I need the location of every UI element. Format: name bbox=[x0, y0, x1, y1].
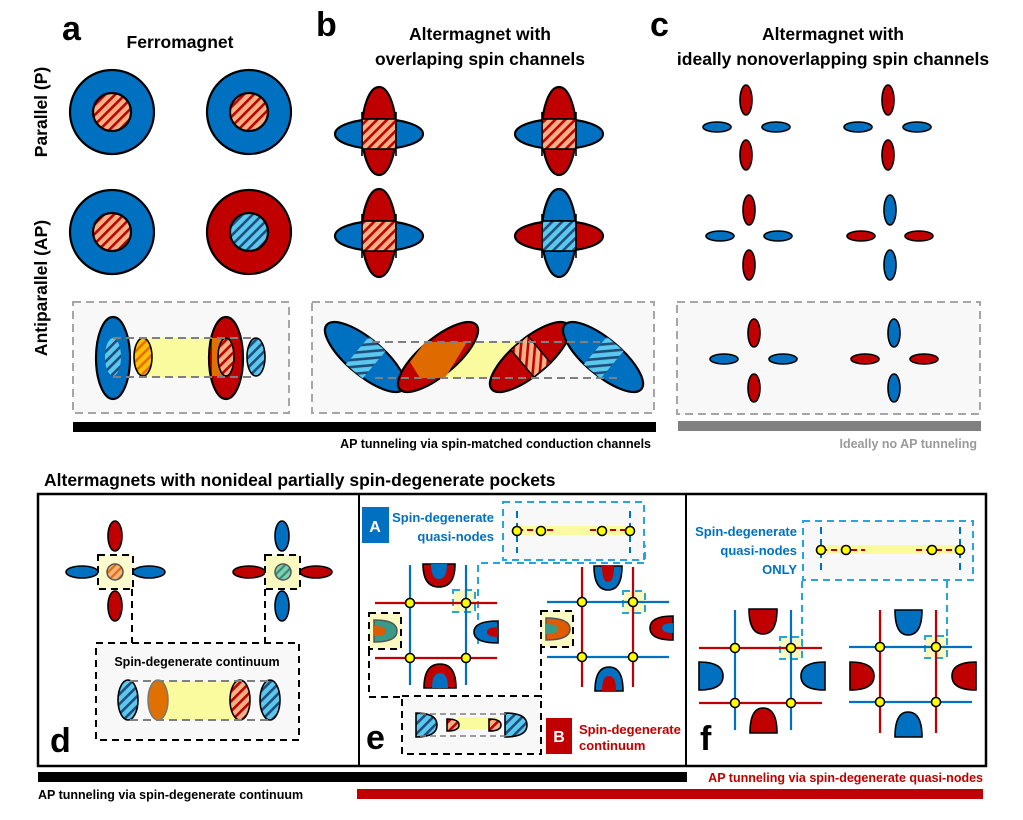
caption-degenerate-continuum: AP tunneling via spin-degenerate continu… bbox=[38, 788, 303, 802]
panel-label-a: a bbox=[62, 10, 82, 48]
altermagnet-pocket-c-ap-right bbox=[846, 194, 934, 281]
panel-e-continuum-inset bbox=[401, 695, 542, 755]
panel-f-left-grid bbox=[698, 608, 826, 734]
caption-no-tunneling: Ideally no AP tunneling bbox=[839, 437, 977, 451]
panel-label-e: e bbox=[366, 719, 385, 757]
panel-f-text-line1: Spin-degenerate bbox=[695, 524, 797, 539]
panel-f-quasinode-inset bbox=[802, 520, 974, 581]
panel-label-d: d bbox=[50, 722, 71, 760]
panel-b-tunneling-inset bbox=[311, 301, 655, 414]
bottom-frame bbox=[36, 492, 988, 768]
panel-d-inset-label: Spin-degenerate continuum bbox=[114, 655, 279, 669]
row-label-antiparallel: Antiparallel (AP) bbox=[31, 220, 51, 356]
panel-f: Spin-degenerate quasi-nodes ONLY bbox=[695, 520, 977, 758]
badge-a-label: A bbox=[369, 519, 381, 536]
panel-label-f: f bbox=[700, 720, 712, 758]
altermagnet-pocket-b-ap-left bbox=[333, 187, 425, 279]
caption-degenerate-quasinodes: AP tunneling via spin-degenerate quasi-n… bbox=[708, 771, 983, 785]
panel-label-c: c bbox=[650, 6, 669, 44]
panel-a: a Ferromagnet Parallel (P) Antiparallel … bbox=[31, 10, 293, 414]
ferromagnet-fermi-surface-ap-left bbox=[68, 188, 156, 276]
panel-f-right-grid bbox=[849, 609, 977, 738]
panel-e-a-text-line2: quasi-nodes bbox=[417, 529, 494, 544]
panel-f-text-line3: ONLY bbox=[762, 562, 797, 577]
panel-b-title-line2: overlaping spin channels bbox=[375, 49, 585, 69]
panel-d: Spin-degenerate continuum d bbox=[50, 520, 333, 760]
panel-b-title-line1: Altermagnet with bbox=[409, 24, 551, 44]
panel-a-title: Ferromagnet bbox=[127, 32, 234, 52]
altermagnet-pocket-b-p-right bbox=[513, 85, 605, 177]
altermagnet-pocket-c-p-right bbox=[843, 84, 932, 171]
badge-a bbox=[362, 507, 389, 543]
panel-e-left-grid bbox=[368, 563, 499, 689]
panel-e-right-grid bbox=[540, 565, 674, 692]
ferromagnet-fermi-surface-p-right bbox=[205, 68, 293, 156]
bar-no-tunneling bbox=[678, 421, 981, 431]
panel-e-a-text-line1: Spin-degenerate bbox=[392, 510, 494, 525]
bottom-section-title: Altermagnets with nonideal partially spi… bbox=[44, 470, 556, 490]
bar-spin-matched bbox=[73, 422, 656, 432]
panel-d-continuum-inset: Spin-degenerate continuum bbox=[95, 642, 300, 741]
caption-spin-matched: AP tunneling via spin-matched conduction… bbox=[340, 437, 651, 451]
altermagnet-pocket-c-p-left bbox=[702, 84, 791, 171]
panel-e-quasinode-inset bbox=[502, 501, 645, 561]
panel-c-title-line1: Altermagnet with bbox=[762, 24, 904, 44]
panel-c: c Altermagnet with ideally nonoverlappin… bbox=[650, 6, 989, 415]
degenerate-point-right bbox=[274, 563, 292, 581]
altermagnet-pocket-c-ap-left bbox=[705, 194, 793, 281]
bar-degenerate-continuum bbox=[38, 772, 687, 782]
panel-e-b-text-line1: Spin-degenerate bbox=[579, 722, 681, 737]
panel-b: b Altermagnet with overlaping spin chann… bbox=[311, 6, 655, 414]
ferromagnet-fermi-surface-p-left bbox=[68, 68, 156, 156]
altermagnet-pocket-b-p-left bbox=[333, 85, 425, 177]
badge-b bbox=[546, 718, 572, 754]
panel-c-title-line2: ideally nonoverlapping spin channels bbox=[677, 49, 989, 69]
degenerate-point-left bbox=[106, 563, 124, 581]
bar-degenerate-quasinodes bbox=[357, 789, 983, 799]
badge-b-label: B bbox=[553, 729, 565, 746]
panel-e: A Spin-degenerate quasi-nodes bbox=[362, 501, 681, 757]
panel-e-b-text-line2: continuum bbox=[579, 738, 645, 753]
row-label-parallel: Parallel (P) bbox=[31, 67, 51, 157]
altermagnet-pocket-b-ap-right bbox=[513, 187, 605, 279]
ferromagnet-fermi-surface-ap-right bbox=[205, 188, 293, 276]
panel-f-text-line2: quasi-nodes bbox=[720, 543, 797, 558]
panel-label-b: b bbox=[316, 6, 337, 44]
panel-c-tunneling-inset bbox=[676, 301, 981, 415]
panel-a-tunneling-inset bbox=[72, 301, 290, 414]
